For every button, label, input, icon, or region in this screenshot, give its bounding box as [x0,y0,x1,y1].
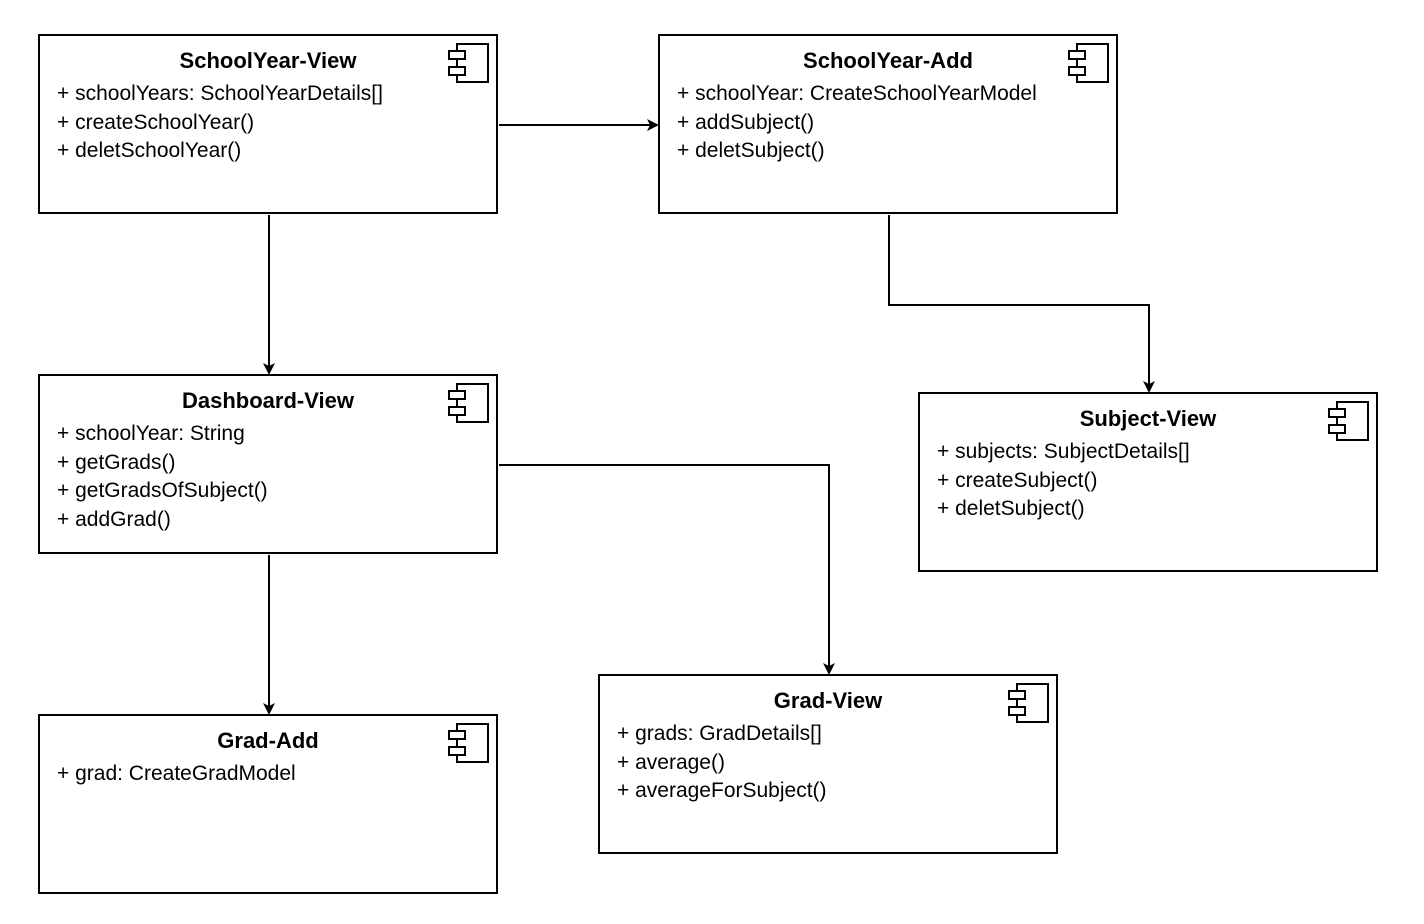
member-line: + schoolYear: String [57,422,245,445]
member-line: + grads: GradDetails[] [617,722,822,745]
member-line: + deletSchoolYear() [57,139,242,163]
uml-component-icon [448,723,489,763]
component-members: + grad: CreateGradModel [57,760,488,789]
component-members: + schoolYear: CreateSchoolYearModel + ad… [677,80,1108,166]
member-line: + getGradsOfSubject() [57,479,268,503]
component-title: SchoolYear-View [179,48,357,73]
component-members: + grads: GradDetails[] + average() + ave… [617,720,1048,806]
component-members: + schoolYear: String + getGrads() + getG… [57,420,488,534]
member-line: + deletSubject() [677,139,825,163]
component-schoolyear-add[interactable]: SchoolYear-Add + schoolYear: CreateSchoo… [658,34,1118,214]
component-title: SchoolYear-Add [803,48,973,73]
component-dashboard-view[interactable]: Dashboard-View + schoolYear: String + ge… [38,374,498,554]
member-line: + getGrads() [57,450,176,474]
member-line: + average() [617,750,725,774]
component-members: + subjects: SubjectDetails[] + createSub… [937,438,1368,524]
member-line: + createSubject() [937,468,1098,492]
connector-dashboard-view-to-grad-view [499,464,835,675]
uml-component-icon [448,43,489,83]
component-subject-view[interactable]: Subject-View + subjects: SubjectDetails[… [918,392,1378,572]
component-schoolyear-view[interactable]: SchoolYear-View + schoolYears: SchoolYea… [38,34,498,214]
component-title: Grad-View [773,688,883,713]
component-grad-add[interactable]: Grad-Add + grad: CreateGradModel [38,714,498,894]
member-line: + schoolYears: SchoolYearDetails[] [57,82,383,105]
component-title: Grad-Add [217,728,319,753]
member-line: + schoolYear: CreateSchoolYearModel [677,82,1037,105]
uml-component-icon [1068,43,1109,83]
member-line: + deletSubject() [937,497,1085,521]
component-members: + schoolYears: SchoolYearDetails[] + cre… [57,80,488,166]
member-line: + addGrad() [57,507,171,531]
member-line: + grad: CreateGradModel [57,762,296,785]
component-grad-view[interactable]: Grad-View + grads: GradDetails[] + avera… [598,674,1058,854]
component-title: Subject-View [1079,406,1217,431]
uml-component-icon [1008,683,1049,723]
uml-component-icon [448,383,489,423]
member-line: + subjects: SubjectDetails[] [937,440,1190,463]
uml-component-icon [1328,401,1369,441]
component-title: Dashboard-View [182,388,354,413]
member-line: + createSchoolYear() [57,110,255,134]
member-line: + addSubject() [677,110,815,134]
connector-schoolyear-add-to-subject-view [888,215,1155,393]
member-line: + averageForSubject() [617,779,827,803]
